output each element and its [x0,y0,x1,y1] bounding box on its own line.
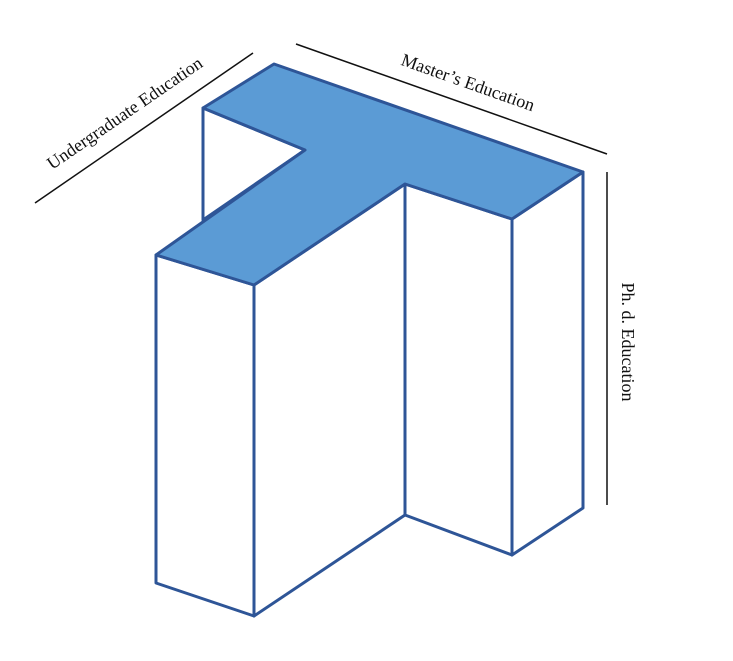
undergraduate-guide-line [34,52,254,204]
phd-block-left-face [403,182,514,557]
front-block-left-face [154,253,256,618]
t-top-face [154,62,585,287]
undergraduate-label: Undergraduate Education [43,53,206,174]
phd-label: Ph. d. Education [618,283,638,402]
phd-block-right-face [510,170,585,557]
t-shape-blocks [154,62,585,618]
guide-lines [34,43,608,505]
masters-guide-line [295,43,608,155]
